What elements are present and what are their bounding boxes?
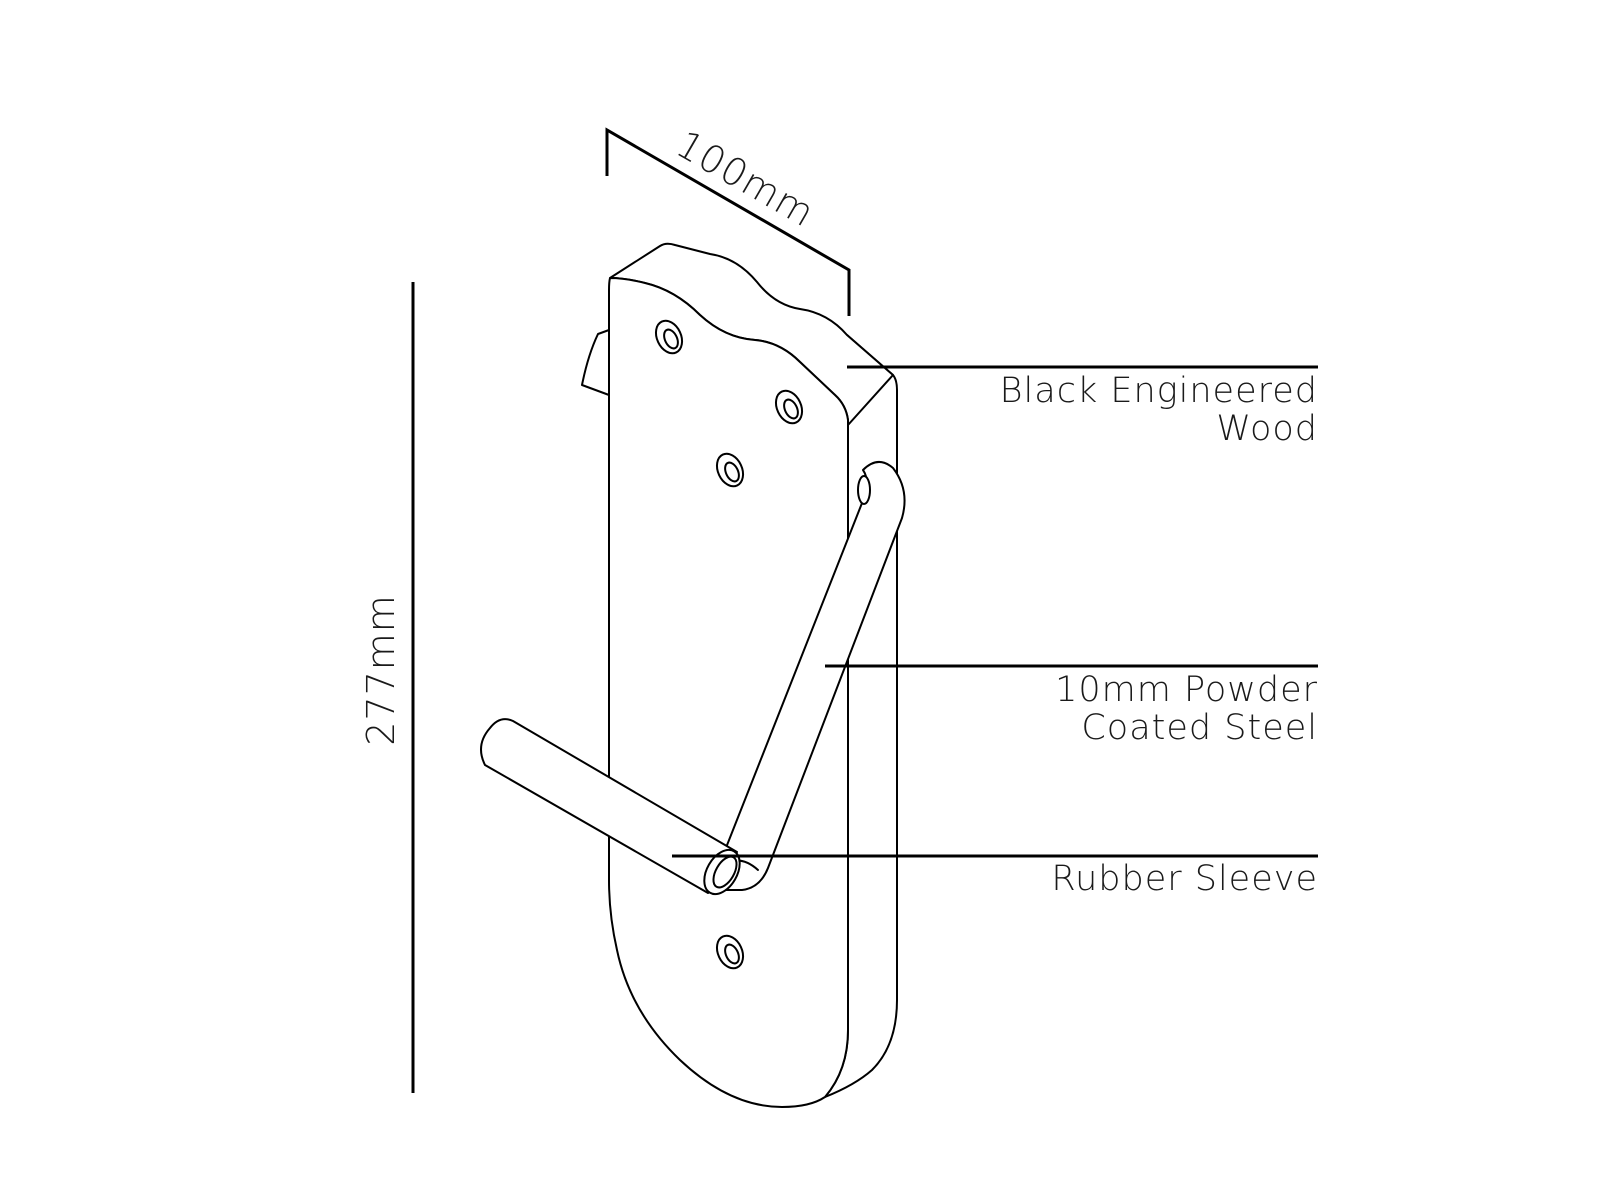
steel-rod [717,461,906,891]
width-dimension-line [605,127,851,316]
steel-rod-end [857,475,871,505]
plate-rear-tab [581,329,610,396]
screw-hole [654,319,684,355]
callout-wood: Black Engineered Wood [847,365,1318,449]
callout-label-line1: Rubber Sleeve [1051,859,1318,899]
wood-plate [581,242,898,1108]
height-dimension: 277mm [359,282,415,1093]
screw-hole [715,452,745,488]
callout-label-line1: Black Engineered [1000,371,1318,411]
callout-label-line1: 10mm Powder [1055,670,1318,710]
height-dimension-label: 277mm [359,594,403,746]
callout-rubber: Rubber Sleeve [672,854,1318,899]
screw-hole [774,389,804,425]
callout-label-line2: Coated Steel [1081,708,1318,748]
plate-front-face [608,277,849,1108]
callout-label-line2: Wood [1216,409,1318,449]
screw-hole [715,934,745,970]
callout-steel: 10mm Powder Coated Steel [825,664,1318,748]
